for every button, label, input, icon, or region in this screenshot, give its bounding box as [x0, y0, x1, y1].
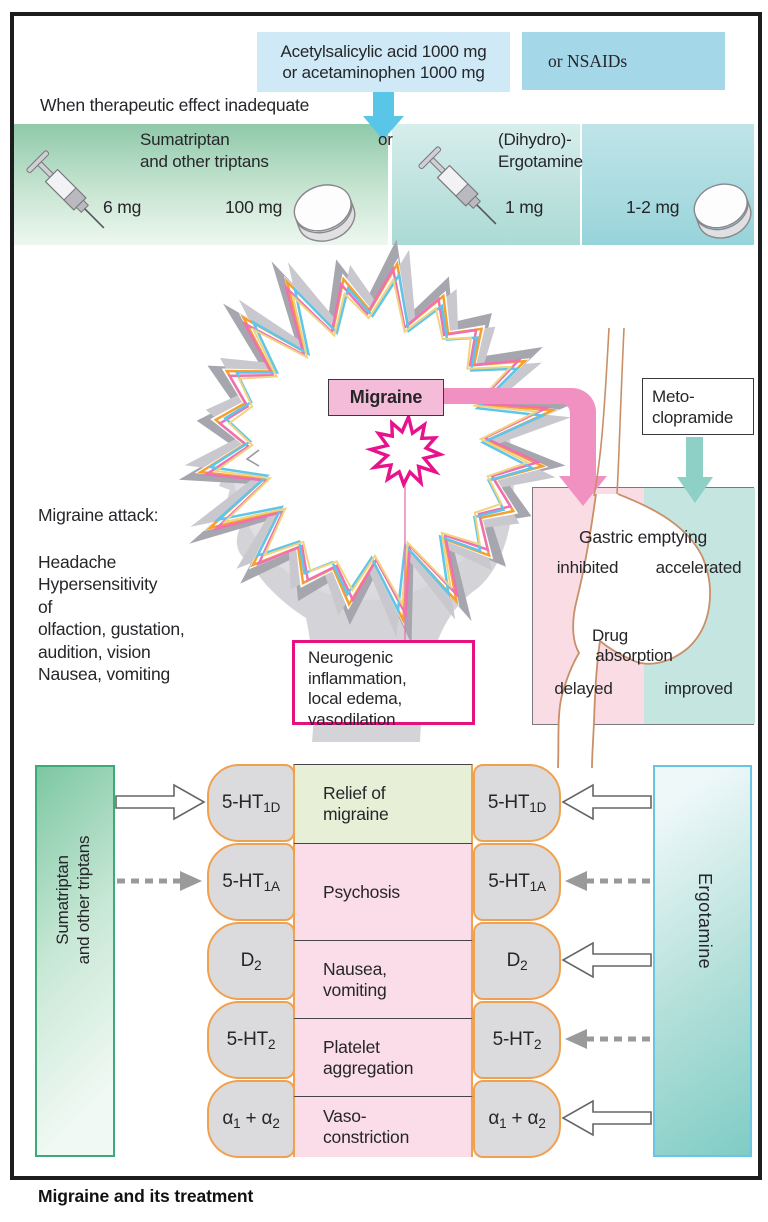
starburst-icon: [364, 411, 446, 489]
delayed-label: delayed: [554, 679, 613, 698]
triptan-injection-dose: 6 mg: [103, 197, 142, 217]
ergotamine-affinity-arrow: [561, 782, 653, 822]
ergot-injection-dose: 1 mg: [505, 197, 544, 217]
triptan-side-panel: [35, 765, 115, 1157]
triptan-oral-dose: 100 mg: [225, 197, 283, 217]
figure-caption: Migraine and its treatment: [38, 1186, 254, 1206]
receptor-capsule-right: α1 + α2: [473, 1080, 561, 1158]
ergotamine-affinity-arrow: [561, 1019, 653, 1059]
triptan-affinity-arrow: [114, 1019, 206, 1059]
ergot-oral-dose: 1-2 mg: [626, 197, 680, 217]
metoclopramide-box: Meto- clopramide: [642, 378, 754, 435]
migraine-box: Migraine: [328, 379, 444, 416]
ergotamine-side-panel: [653, 765, 752, 1157]
nsaid-label: or NSAIDs: [548, 50, 628, 71]
receptor-capsule-right: D2: [473, 922, 561, 1000]
drug-absorption-label: Drug absorption: [591, 626, 673, 665]
or-label: or: [378, 130, 393, 149]
effect-cell-psychosis: Psychosis: [293, 844, 473, 940]
gastric-emptying-label: Gastric emptying: [578, 527, 708, 547]
inadequate-note: When therapeutic effect inadequate: [40, 95, 310, 115]
analgesic-box: Acetylsalicylic acid 1000 mg or acetamin…: [257, 32, 510, 92]
receptor-capsule-left: α1 + α2: [207, 1080, 295, 1158]
triptan-affinity-arrow: [114, 782, 206, 822]
inhibited-label: inhibited: [556, 558, 619, 577]
ergotamine-band: [392, 124, 580, 245]
ergotamine-tablet-band: [582, 124, 754, 245]
ergotamine-affinity-arrow: [561, 940, 653, 980]
ergotamine-affinity-arrow: [561, 1098, 653, 1138]
ergotamine-title: (Dihydro)- Ergotamine: [498, 130, 583, 171]
ergotamine-panel-label: Ergotamine: [695, 872, 715, 970]
triptan-affinity-arrow: [114, 1098, 206, 1138]
receptor-capsule-left: D2: [207, 922, 295, 1000]
effect-cell-nausea: Nausea,vomiting: [293, 940, 473, 1018]
effect-cell-vasoconstriction: Vaso-constriction: [293, 1096, 473, 1157]
improved-label: improved: [664, 679, 733, 698]
attack-symptom-list: Headache Hypersensitivity of olfaction, …: [38, 552, 185, 685]
receptor-capsule-right: 5-HT1A: [473, 843, 561, 921]
triptan-affinity-arrow: [114, 861, 206, 901]
receptor-capsule-left: 5-HT2: [207, 1001, 295, 1079]
ergotamine-affinity-arrow: [561, 861, 653, 901]
analgesic-line2: or acetaminophen 1000 mg: [282, 63, 485, 82]
receptor-capsule-right: 5-HT2: [473, 1001, 561, 1079]
receptor-capsule-right: 5-HT1D: [473, 764, 561, 842]
receptor-capsule-left: 5-HT1D: [207, 764, 295, 842]
triptan-title: Sumatriptan and other triptans: [140, 130, 269, 171]
triptan-affinity-arrow: [114, 940, 206, 980]
aura-burst-icon: [178, 239, 578, 644]
nsaid-box: or NSAIDs: [522, 32, 725, 90]
analgesic-line1: Acetylsalicylic acid 1000 mg: [280, 42, 487, 61]
accelerated-label: accelerated: [655, 558, 742, 577]
triptan-panel-label: Sumatriptan and other triptans: [53, 835, 93, 965]
attack-title: Migraine attack:: [38, 505, 159, 525]
receptor-capsule-left: 5-HT1A: [207, 843, 295, 921]
neurogenic-box: Neurogenic inflammation, local edema, va…: [292, 640, 475, 729]
eye-icon: [245, 449, 260, 467]
